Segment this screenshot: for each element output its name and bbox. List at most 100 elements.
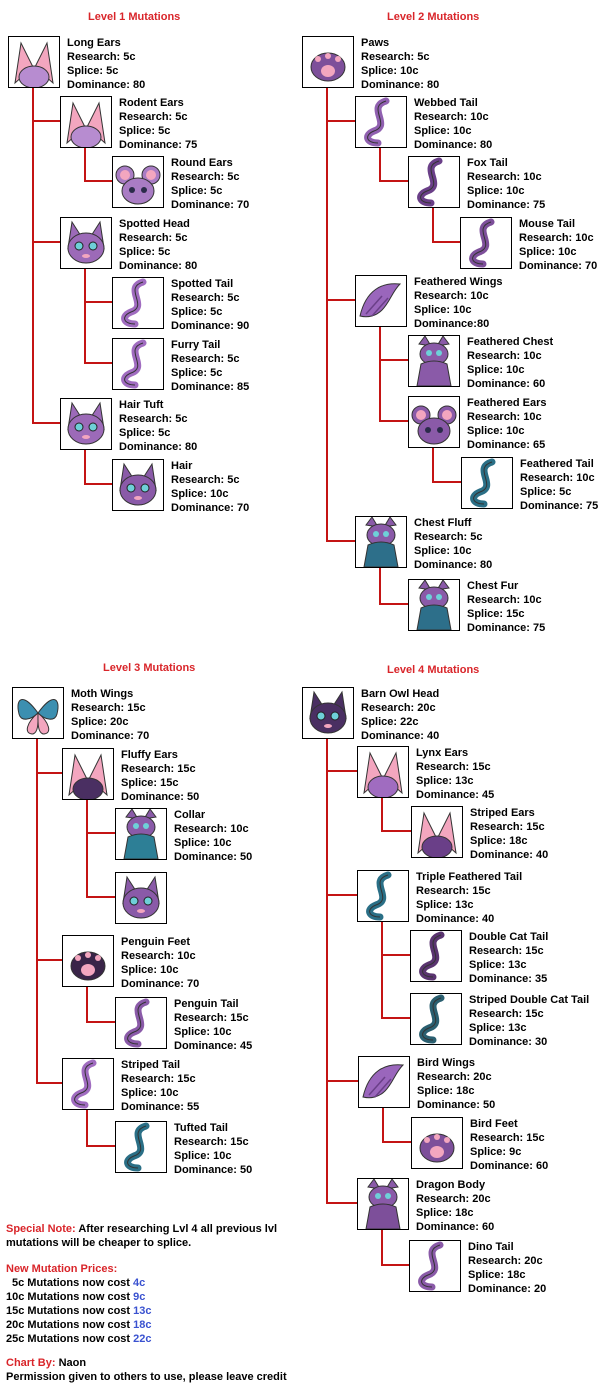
connector-horizontal [379,180,408,182]
dominance-value: Dominance: 75 [119,139,198,151]
research-cost: Research: 15c [470,821,545,833]
round-icon [112,156,164,208]
dominance-value: Dominance: 40 [416,913,495,925]
research-cost: Research: 15c [416,761,491,773]
special-note: Special Note: After researching Lvl 4 al… [6,1222,306,1250]
mutation-name: Paws [361,37,390,49]
paw-icon [411,1117,463,1169]
mutation-name: Feathered Wings [414,276,503,288]
connector-vertical [432,208,434,243]
mutation-name: Bird Wings [417,1057,475,1069]
splice-cost: Splice: 5c [119,246,171,258]
splice-cost: Splice: 5c [171,185,223,197]
research-cost: Research: 5c [119,413,188,425]
connector-vertical [84,148,86,182]
mutation-name: Dino Tail [468,1241,514,1253]
body-icon [408,335,460,387]
research-cost: Research: 10c [174,823,249,835]
dominance-value: Dominance: 80 [119,441,198,453]
ears-icon [60,96,112,148]
splice-cost: Splice: 15c [467,608,525,620]
connector-horizontal [381,1264,409,1266]
tail-icon [408,156,460,208]
head-icon [115,872,167,924]
connector-horizontal [326,1202,357,1204]
dominance-value: Dominance: 60 [416,1221,495,1233]
splice-cost: Splice: 13c [416,775,474,787]
connector-horizontal [326,540,355,542]
mutation-name: Lynx Ears [416,747,469,759]
mutation-name: Furry Tail [171,339,221,351]
tail-icon [112,277,164,329]
price-row: 10c Mutations now cost 9c [6,1290,152,1304]
connector-horizontal [379,603,408,605]
splice-cost: Splice: 10c [414,125,472,137]
ears-icon [357,746,409,798]
research-cost: Research: 5c [67,51,136,63]
connector-vertical [32,88,34,424]
splice-cost: Splice: 10c [174,1150,232,1162]
mutation-name: Dragon Body [416,1179,486,1191]
research-cost: Research: 15c [416,885,491,897]
connector-horizontal [326,299,355,301]
connector-vertical [84,269,86,364]
connector-horizontal [32,241,60,243]
chart-by-label: Chart By: [6,1357,56,1369]
splice-cost: Splice: 18c [417,1085,475,1097]
research-cost: Research: 15c [470,1132,545,1144]
splice-cost: Splice: 10c [467,185,525,197]
mutation-name: Striped Ears [470,807,535,819]
connector-vertical [381,798,383,832]
dominance-value: Dominance: 70 [171,502,250,514]
dominance-value: Dominance: 80 [361,79,440,91]
dominance-value: Dominance:80 [414,318,490,330]
dominance-value: Dominance: 75 [467,199,546,211]
dominance-value: Dominance: 60 [470,1160,549,1172]
connector-horizontal [36,1082,62,1084]
splice-cost: Splice: 18c [416,1207,474,1219]
splice-cost: Splice: 15c [121,777,179,789]
price-prefix: 5c Mutations now cost [12,1277,134,1289]
price-prefix: 10c Mutations now cost [6,1291,134,1303]
connector-horizontal [32,422,60,424]
research-cost: Research: 10c [467,411,542,423]
research-cost: Research: 15c [121,1073,196,1085]
research-cost: Research: 15c [71,702,146,714]
research-cost: Research: 5c [119,111,188,123]
paw-icon [62,935,114,987]
dominance-value: Dominance: 20 [468,1283,547,1295]
section-title: Level 3 Mutations [103,662,196,674]
body-icon [355,516,407,568]
tail-icon [115,1121,167,1173]
body-icon [115,808,167,860]
mutation-name: Fluffy Ears [121,749,178,761]
mutation-name: Feathered Chest [467,336,554,348]
price-prefix: 15c Mutations now cost [6,1305,134,1317]
connector-horizontal [326,894,357,896]
dominance-value: Dominance: 70 [121,978,200,990]
splice-cost: Splice: 10c [361,65,419,77]
dominance-value: Dominance: 50 [174,1164,253,1176]
connector-vertical [382,1108,384,1143]
research-cost: Research: 20c [361,702,436,714]
connector-vertical [381,922,383,1019]
connector-horizontal [379,359,408,361]
mutation-name: Round Ears [171,157,233,169]
research-cost: Research: 5c [171,353,240,365]
research-cost: Research: 10c [414,290,489,302]
body-icon [357,1178,409,1230]
splice-cost: Splice: 9c [470,1146,522,1158]
